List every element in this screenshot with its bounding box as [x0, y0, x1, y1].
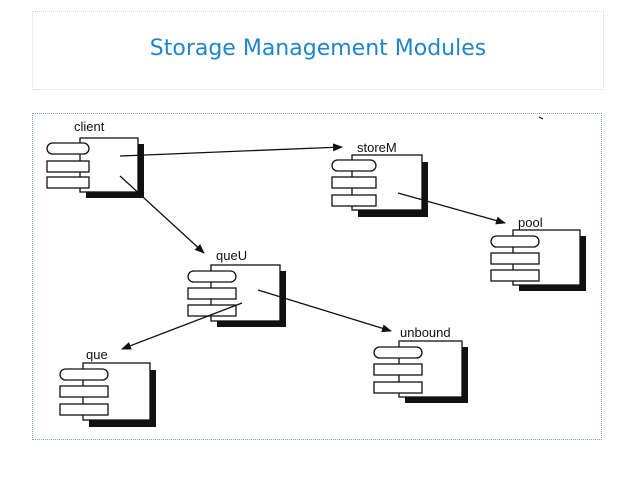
module-label-pool: pool: [518, 215, 543, 230]
module-label-storeM: storeM: [357, 140, 397, 155]
storeM-port-bar: [331, 194, 377, 207]
client-port-bar: [46, 176, 90, 189]
unbound-interface-port: [373, 346, 423, 359]
module-client: client: [46, 119, 144, 198]
module-label-que: que: [86, 347, 108, 362]
que-port-bar: [59, 385, 109, 398]
dependency-arrow-storeM-pool: [397, 192, 506, 225]
client-interface-port: [46, 142, 90, 155]
module-pool: pool: [490, 215, 586, 291]
que-port-bar: [59, 403, 109, 416]
pool-port-bar: [490, 269, 540, 282]
unbound-port-bar: [373, 363, 423, 376]
scan-mark: [538, 116, 544, 120]
dependency-arrow-queU-unbound: [257, 289, 392, 333]
module-storeM: storeM: [331, 140, 428, 217]
queU-interface-port: [187, 270, 237, 283]
module-unbound: unbound: [373, 325, 468, 403]
pool-port-bar: [490, 252, 540, 265]
client-port-bar: [46, 160, 90, 173]
slide-title: Storage Management Modules: [149, 36, 487, 61]
queU-port-bar: [187, 304, 237, 317]
pool-interface-port: [490, 235, 540, 248]
module-queU: queU: [187, 248, 286, 327]
module-label-client: client: [74, 119, 105, 134]
module-label-queU: queU: [216, 248, 247, 263]
dependency-arrow-client-storeM: [119, 143, 343, 157]
storeM-port-bar: [331, 176, 377, 189]
storeM-interface-port: [331, 159, 377, 172]
unbound-port-bar: [373, 381, 423, 394]
dependency-arrow-client-queU: [119, 175, 205, 254]
title-frame: Storage Management Modules: [32, 11, 604, 90]
module-label-unbound: unbound: [400, 325, 451, 340]
queU-port-bar: [187, 287, 237, 300]
module-que: que: [59, 347, 156, 427]
que-interface-port: [59, 368, 109, 381]
dependency-arrow-queU-que: [121, 302, 243, 350]
